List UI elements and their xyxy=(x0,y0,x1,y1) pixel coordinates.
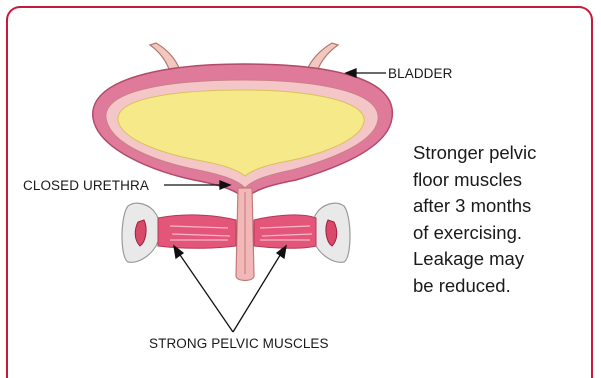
pelvic-bone-left xyxy=(122,203,161,262)
pelvic-bone-right xyxy=(312,203,351,262)
caption-line: Leakage may xyxy=(413,246,588,273)
caption-line: after 3 months xyxy=(413,193,588,220)
caption-line: be reduced. xyxy=(413,273,588,300)
bladder-label: BLADDER xyxy=(388,66,452,81)
caption-text: Stronger pelvic floor muscles after 3 mo… xyxy=(413,140,588,299)
strong-pelvic-muscles-label: STRONG PELVIC MUSCLES xyxy=(149,336,329,351)
caption-line: of exercising. xyxy=(413,220,588,247)
caption-line: floor muscles xyxy=(413,167,588,194)
caption-line: Stronger pelvic xyxy=(413,140,588,167)
closed-urethra-label: CLOSED URETHRA xyxy=(23,178,149,193)
